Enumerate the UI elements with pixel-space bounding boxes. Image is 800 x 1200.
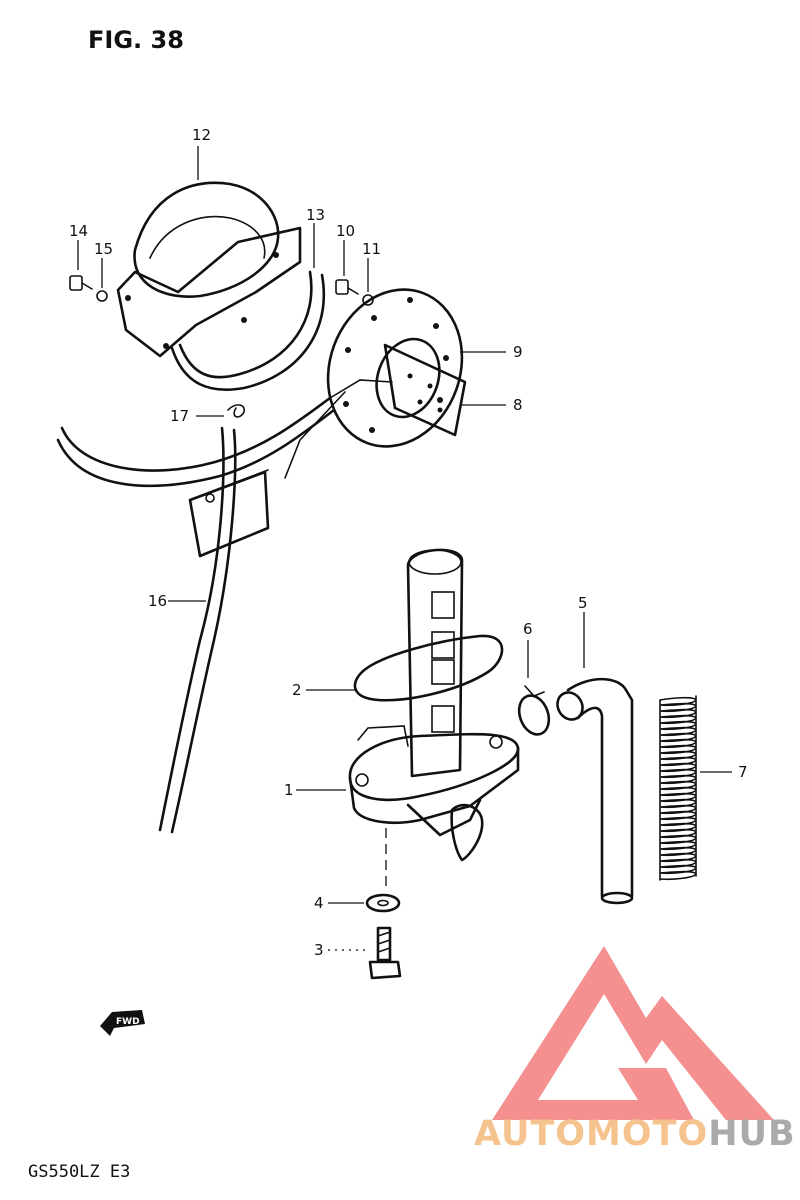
fwd-arrow-icon: FWD [100,1010,145,1036]
part-1-fuel-cock [348,548,520,862]
callout-15: 15 [94,240,113,258]
callout-7: 7 [738,763,748,781]
part-3-bolt [368,926,402,980]
part-17-clamp [227,404,246,418]
part-2-o-ring [353,634,504,702]
callout-8: 8 [513,396,523,414]
part-4-washer [365,893,401,913]
fwd-label: FWD [116,1017,140,1027]
callout-14: 14 [69,222,88,240]
part-13-gasket [170,270,325,392]
part-9-flange [326,288,464,448]
callout-13: 13 [306,206,325,224]
part-7-spring [659,695,697,881]
callout-6: 6 [523,620,533,638]
callout-12: 12 [192,126,211,144]
watermark-text: AUTOMOTOHUB [474,1114,796,1154]
callout-17: 17 [170,407,189,425]
leader-lines [77,146,732,951]
callout-4: 4 [314,894,324,912]
callout-11: 11 [362,240,381,258]
watermark-text-part1: AUTOMOTO [474,1114,709,1154]
callout-numbers: 12 13 14 15 10 11 9 8 17 16 5 6 2 7 1 4 … [69,126,748,959]
callout-2: 2 [292,681,302,699]
figure-title: FIG. 38 [88,26,184,54]
part-14-15-bolt-washer [69,275,108,302]
part-12-cover-ring [116,181,302,358]
part-10-11-bolt-washer [335,279,374,306]
callout-3: 3 [314,941,324,959]
callout-1: 1 [284,781,294,799]
part-8-bracket [383,343,467,437]
watermark-text-part2: HUB [708,1114,796,1154]
model-code: GS550LZ E3 [28,1162,131,1182]
callout-16: 16 [148,592,167,610]
part-6-clip [517,685,551,736]
callout-5: 5 [578,594,588,612]
part-16-hose-float [56,379,393,834]
part-5-hose [556,677,634,905]
callout-9: 9 [513,343,523,361]
callout-10: 10 [336,222,355,240]
